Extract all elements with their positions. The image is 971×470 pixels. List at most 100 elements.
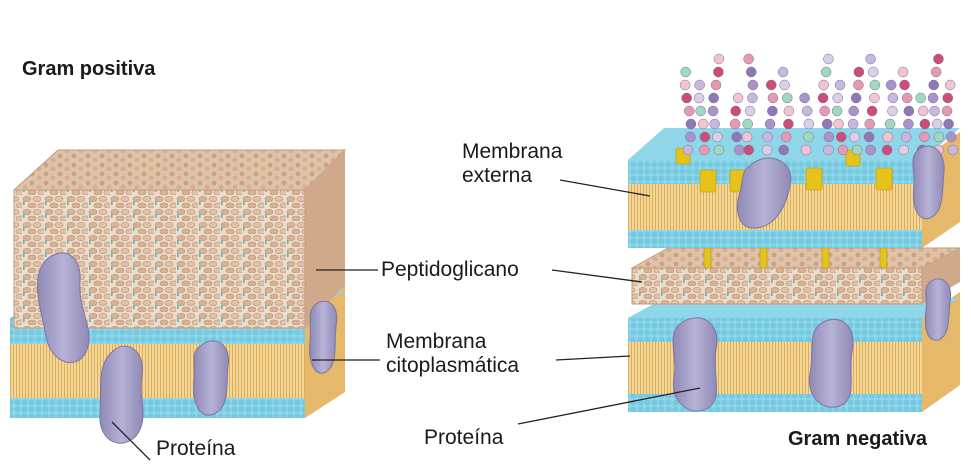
lps-bead: [870, 80, 880, 90]
lps-bead: [801, 145, 811, 155]
lps-bead: [835, 80, 845, 90]
lps-bead: [779, 145, 789, 155]
lps-bead: [768, 93, 778, 103]
lps-bead: [732, 132, 742, 142]
lps-bead: [780, 80, 790, 90]
lps-bead: [783, 119, 793, 129]
lps-bead: [902, 93, 912, 103]
lps-bead: [682, 93, 692, 103]
gn-peptidoglycan-front: [632, 268, 922, 304]
lps-bead: [712, 132, 722, 142]
lps-bead: [784, 106, 794, 116]
gn-outer-membrane-head-bottom: [628, 230, 922, 248]
lps-bead: [885, 119, 895, 129]
lps-bead: [898, 67, 908, 77]
label-cytoplasmic-membrane-line-1: Membrana: [386, 330, 519, 354]
lps-bead: [887, 106, 897, 116]
lps-bead: [864, 132, 874, 142]
lps-bead: [734, 145, 744, 155]
lps-bead: [948, 145, 958, 155]
leader-peptidoglycan-right: [552, 270, 642, 282]
lps-bead: [933, 54, 943, 64]
lps-bead: [698, 119, 708, 129]
gn-inner-membrane-head-bottom: [628, 394, 922, 412]
lps-bead: [853, 80, 863, 90]
lps-bead: [834, 119, 844, 129]
lps-bead: [851, 93, 861, 103]
label-protein-right: Proteína: [424, 426, 503, 450]
gp-protein-3: [194, 341, 229, 415]
gp-membrane-head-bottom: [10, 398, 305, 418]
lps-bead: [944, 119, 954, 129]
lps-bead: [699, 145, 709, 155]
lps-bead: [762, 145, 772, 155]
lps-bead: [747, 93, 757, 103]
gn-inner-membrane-head-top: [628, 318, 922, 342]
lps-bead: [730, 119, 740, 129]
gn-protein-inner-1: [673, 318, 717, 411]
lps-bead: [823, 54, 833, 64]
lps-bead: [748, 80, 758, 90]
lps-bead: [744, 145, 754, 155]
title-gram-negative: Gram negativa: [788, 428, 927, 450]
lps-bead: [744, 54, 754, 64]
lps-bead: [850, 132, 860, 142]
lps-bead: [763, 132, 773, 142]
lps-bead: [709, 93, 719, 103]
label-cytoplasmic-membrane: Membrana citoplasmática: [386, 330, 519, 377]
leader-cytoplasmic-right: [556, 356, 630, 360]
lps-bead: [708, 106, 718, 116]
lps-bead: [865, 119, 875, 129]
lps-bead: [833, 93, 843, 103]
lps-bead: [886, 80, 896, 90]
gn-protein-inner-2: [809, 319, 853, 407]
lps-bead: [869, 93, 879, 103]
lps-bead: [802, 106, 812, 116]
lps-bead: [767, 106, 777, 116]
lps-bead: [714, 54, 724, 64]
label-outer-membrane-line-2: externa: [462, 164, 562, 188]
lps-bead: [781, 132, 791, 142]
lps-bead: [832, 106, 842, 116]
lps-bead: [742, 132, 752, 142]
lps-bead: [866, 54, 876, 64]
lps-bead: [733, 93, 743, 103]
lps-bead: [852, 145, 862, 155]
lps-bead: [883, 132, 893, 142]
lps-bead: [882, 145, 892, 155]
gp-protein-4: [310, 301, 337, 373]
title-gram-positive: Gram positiva: [22, 58, 155, 80]
lps-bead: [765, 119, 775, 129]
lps-bead: [899, 145, 909, 155]
gram-positive-block: [10, 150, 345, 443]
gp-protein-2: [100, 346, 143, 443]
lps-bead: [929, 80, 939, 90]
lps-bead: [943, 93, 953, 103]
lps-bead: [932, 119, 942, 129]
lps-bead: [823, 145, 833, 155]
lps-bead: [946, 132, 956, 142]
lps-bead: [766, 80, 776, 90]
lps-bead: [818, 93, 828, 103]
lps-bead: [685, 132, 695, 142]
lps-bead: [745, 106, 755, 116]
lps-bead: [904, 106, 914, 116]
label-protein-left: Proteína: [156, 437, 235, 461]
label-outer-membrane-line-1: Membrana: [462, 140, 562, 164]
lps-bead: [824, 132, 834, 142]
lps-bead: [700, 132, 710, 142]
lps-bead: [782, 93, 792, 103]
lps-bead: [696, 106, 706, 116]
lps-bead: [942, 106, 952, 116]
lps-bead: [820, 106, 830, 116]
gn-protein-inner-3: [925, 279, 950, 340]
lps-bead: [714, 145, 724, 155]
gp-peptidoglycan-top: [14, 150, 345, 190]
lps-bead: [836, 132, 846, 142]
lps-bead: [919, 132, 929, 142]
lps-bead: [680, 80, 690, 90]
lps-bead: [713, 67, 723, 77]
lps-bead: [849, 106, 859, 116]
lps-bead: [821, 67, 831, 77]
